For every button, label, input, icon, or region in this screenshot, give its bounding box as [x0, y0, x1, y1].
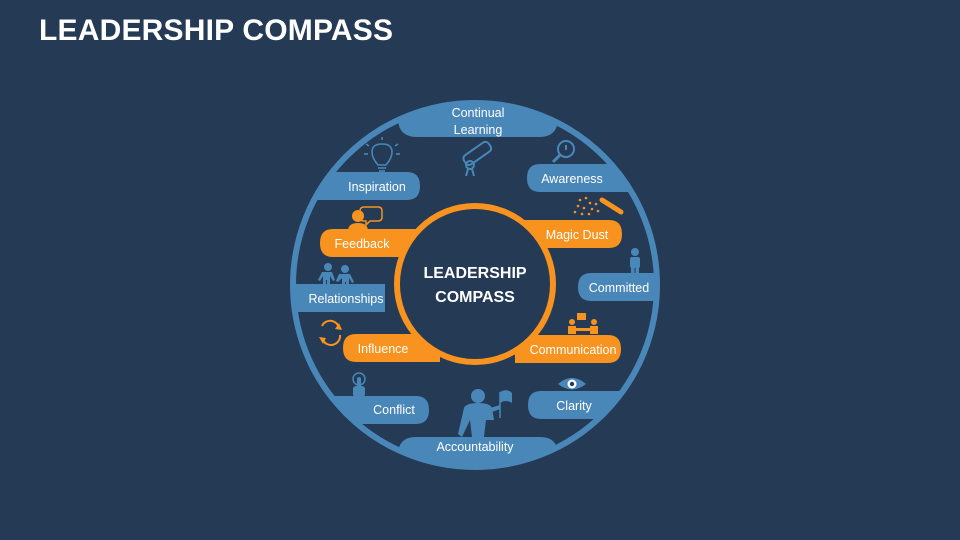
handshake-people-icon	[318, 263, 354, 288]
eye-icon	[558, 378, 586, 390]
cycle-arrows-icon	[319, 319, 342, 346]
pointer-hand-icon	[352, 372, 366, 397]
magic-wand-icon	[573, 196, 624, 216]
clarity-tab	[528, 391, 655, 419]
clarity-label: Clarity	[556, 399, 592, 413]
magnifier-icon	[551, 140, 575, 164]
continual-learning-label-2: Learning	[454, 123, 503, 137]
feedback-label: Feedback	[335, 237, 391, 251]
meeting-icon	[568, 313, 598, 334]
lightbulb-icon	[364, 137, 400, 172]
committed-label: Committed	[589, 281, 649, 295]
center-title-line1: LEADERSHIP	[423, 265, 526, 282]
inspiration-label: Inspiration	[348, 180, 406, 194]
magic-dust-label: Magic Dust	[546, 228, 609, 242]
committed-tab	[578, 273, 655, 301]
businessman-icon	[630, 248, 640, 277]
communication-label: Communication	[530, 343, 617, 357]
page-title: LEADERSHIP COMPASS	[39, 14, 394, 47]
accountability-label: Accountability	[436, 440, 514, 454]
awareness-label: Awareness	[541, 172, 603, 186]
continual-learning-label-1: Continual	[452, 106, 505, 120]
inspiration-tab	[300, 172, 420, 200]
conflict-label: Conflict	[373, 403, 415, 417]
communication-tab	[515, 335, 621, 363]
relationships-tab	[295, 284, 385, 312]
magic-dust-tab	[520, 220, 622, 248]
diploma-icon	[462, 140, 493, 177]
influence-tab	[343, 334, 440, 362]
influence-label: Influence	[358, 342, 409, 356]
center-circle	[394, 203, 556, 365]
relationships-label: Relationships	[308, 292, 383, 306]
center-title-line2: COMPASS	[435, 289, 515, 306]
leader-flag-icon	[458, 389, 512, 437]
speech-person-icon	[348, 206, 383, 231]
